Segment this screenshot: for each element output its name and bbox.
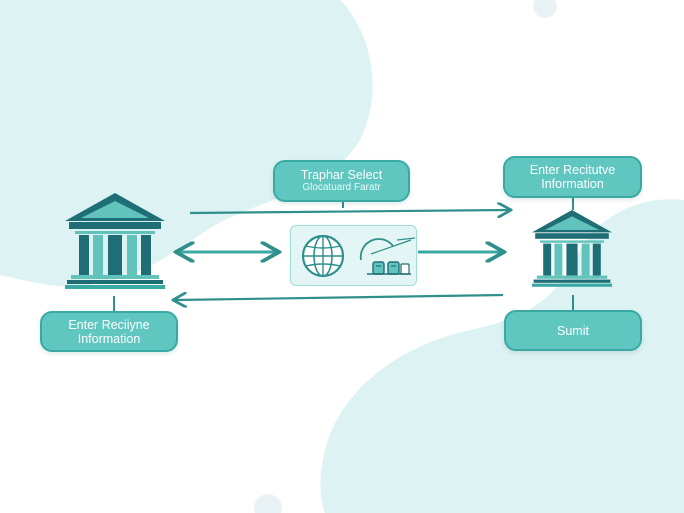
- step-enter-recipient-subtitle: Information: [541, 177, 604, 191]
- submit-button-label: Sumit: [557, 323, 589, 338]
- network-hub: [290, 225, 417, 286]
- step-enter-recipient-info-label: Enter Recitutve Information: [503, 156, 642, 198]
- bank-icon: [65, 193, 165, 289]
- step-enter-recipient-title: Enter Recitutve: [529, 163, 616, 177]
- step-enter-info-title: Enter Reciiyne: [68, 317, 150, 332]
- transfer-device-icon: [359, 237, 416, 275]
- step-select-label: Traphar Select Glocatuard Faratr: [273, 160, 410, 202]
- hub-icons: [301, 234, 416, 278]
- step-enter-info-subtitle: Information: [77, 331, 141, 346]
- step-select-title: Traphar Select: [300, 168, 383, 182]
- background-glow-bottom: [254, 494, 282, 513]
- step-enter-info-label: Enter Reciiyne Information: [40, 311, 178, 352]
- step-select-subtitle: Glocatuard Faratr: [302, 182, 381, 193]
- arrow-right-bank-to-left-bank: [176, 295, 504, 300]
- submit-button[interactable]: Sumit: [504, 310, 642, 351]
- background-glow-top: [533, 0, 557, 18]
- bank-icon: [532, 210, 612, 287]
- arrow-top-to-right-bank: [189, 210, 508, 213]
- globe-icon: [301, 234, 345, 278]
